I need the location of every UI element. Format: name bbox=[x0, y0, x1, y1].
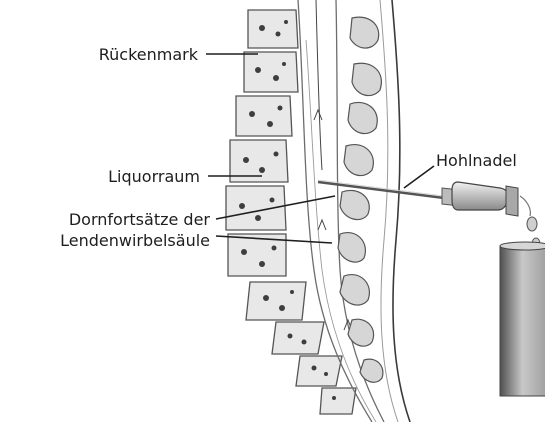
label-spinous-processes-line1: Dornfortsätze der bbox=[69, 210, 211, 229]
label-csf-space: Liquorraum bbox=[108, 167, 200, 186]
label-spinal-cord: Rückenmark bbox=[99, 45, 199, 64]
label-needle: Hohlnadel bbox=[436, 151, 517, 170]
label-spinous-processes-line2: Lendenwirbelsäule bbox=[60, 231, 210, 250]
collection-tube bbox=[500, 242, 545, 396]
